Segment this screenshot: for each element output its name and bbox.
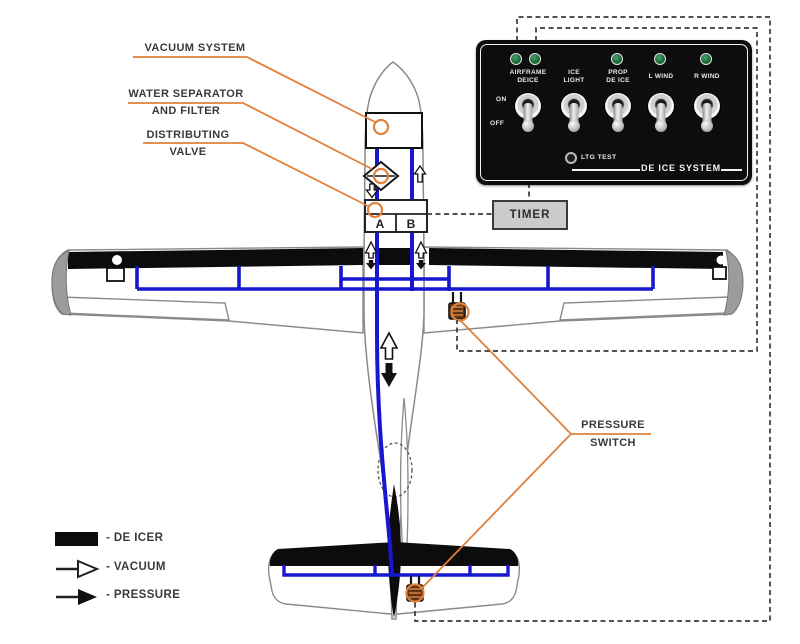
vacuum-arrow bbox=[56, 559, 100, 579]
l-wind-switch bbox=[648, 93, 674, 132]
switch-label-ice-light: ICE LIGHT bbox=[563, 69, 585, 84]
dashed-links bbox=[414, 16, 771, 622]
airframe-deice-led-2 bbox=[529, 53, 541, 65]
callout-leaders bbox=[128, 56, 651, 603]
vacuum-system-label: VACUUM SYSTEM bbox=[144, 42, 246, 54]
switch-lever-ball bbox=[612, 120, 624, 132]
switch-label-r-wind: R WIND bbox=[694, 73, 720, 80]
r-wind-led bbox=[700, 53, 712, 65]
vacuum-pressure-arrows bbox=[364, 164, 428, 387]
panel-title-line-right bbox=[721, 169, 742, 171]
switch-lever-ball bbox=[522, 120, 534, 132]
airframe-deice-led-1 bbox=[510, 53, 522, 65]
prop-deice-switch bbox=[605, 93, 631, 132]
switch-lever bbox=[523, 103, 533, 126]
switch-lever bbox=[613, 103, 623, 126]
water-separator-label-line2: AND FILTER bbox=[151, 105, 221, 117]
ice-light-switch bbox=[561, 93, 587, 132]
wing-deicer-boots bbox=[68, 248, 723, 566]
ltg-test-label: LTG TEST bbox=[581, 154, 617, 161]
de-icer-swatch bbox=[55, 532, 98, 546]
prop-deice-led bbox=[611, 53, 623, 65]
valve-port-b-label: B bbox=[407, 217, 416, 231]
l-wind-led bbox=[654, 53, 666, 65]
valve-port-a-label: A bbox=[376, 217, 385, 231]
legend-vacuum-label: - VACUUM bbox=[106, 561, 166, 573]
on-label: ON bbox=[496, 96, 507, 103]
legend-symbols bbox=[55, 532, 100, 605]
water-separator-filter bbox=[362, 160, 400, 192]
legend-pressure-label: - PRESSURE bbox=[106, 589, 181, 601]
deice-control-panel: AIRFRAME DEICE ICE LIGHT PROP DE ICE L W… bbox=[476, 40, 752, 185]
switch-label-l-wind: L WIND bbox=[648, 73, 674, 80]
legend-deicer-label: - DE ICER bbox=[106, 532, 164, 544]
off-label: OFF bbox=[490, 120, 505, 127]
switch-label-prop-deice: PROP DE ICE bbox=[606, 69, 630, 84]
ltg-test-button bbox=[565, 152, 577, 164]
switch-lever bbox=[702, 103, 712, 126]
timer-box: TIMER bbox=[492, 200, 568, 230]
pressure-switch-label-line2: SWITCH bbox=[590, 437, 636, 449]
wingtip-caps bbox=[51, 250, 744, 316]
switch-lever-ball bbox=[568, 120, 580, 132]
water-separator-label-line1: WATER SEPARATOR bbox=[128, 88, 244, 100]
wingtip-lights bbox=[106, 255, 727, 282]
panel-title-line-left bbox=[572, 169, 640, 171]
panel-title: DE ICE SYSTEM bbox=[641, 163, 721, 173]
distributing-valve-label-line1: DISTRIBUTING bbox=[146, 129, 230, 141]
switch-lever-ball bbox=[655, 120, 667, 132]
r-wind-switch bbox=[694, 93, 720, 132]
distributing-valve-label-line2: VALVE bbox=[169, 146, 207, 158]
switch-lever-ball bbox=[701, 120, 713, 132]
switch-lever bbox=[569, 103, 579, 126]
switch-lever bbox=[656, 103, 666, 126]
pressure-switch-label-line1: PRESSURE bbox=[581, 419, 645, 431]
switch-label-airframe-deice: AIRFRAME DEICE bbox=[509, 69, 547, 84]
pressure-arrow bbox=[56, 589, 97, 605]
pneumatic-lines bbox=[135, 148, 655, 577]
airframe-deice-switch bbox=[515, 93, 541, 132]
